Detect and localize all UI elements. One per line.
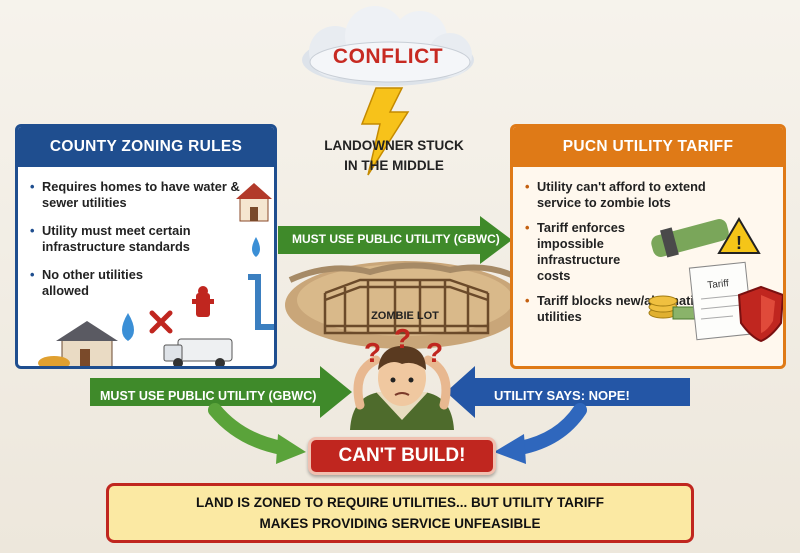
zoning-illustrations xyxy=(38,183,274,366)
fence-icon xyxy=(323,278,490,335)
house-icon xyxy=(236,183,272,222)
water-pipe-icon xyxy=(248,274,274,330)
left-arrow-label: MUST USE PUBLIC UTILITY (GBWC) xyxy=(100,389,317,403)
pipe-money-icon xyxy=(651,219,729,258)
list-item: No other utilities allowed xyxy=(30,267,182,299)
list-item: Tariff enforces impossible infrastructur… xyxy=(525,220,657,284)
left-bottom-arrow xyxy=(90,366,352,464)
right-bottom-arrow xyxy=(446,366,690,464)
list-item: Requires homes to have water & sewer uti… xyxy=(30,179,245,211)
truck-icon xyxy=(163,338,233,366)
warning-icon: ! xyxy=(717,217,761,254)
list-item: Utility must meet certain infrastructure… xyxy=(30,223,245,255)
right-arrow-label: UTILITY SAYS: NOPE! xyxy=(494,388,630,403)
center-caption: LANDOWNER STUCK IN THE MIDDLE xyxy=(283,136,505,176)
tariff-document-label: Tariff xyxy=(707,278,730,291)
conflict-title: CONFLICT xyxy=(332,45,444,68)
svg-text:?: ? xyxy=(364,337,381,368)
county-zoning-title: COUNTY ZONING RULES xyxy=(18,127,274,167)
coins-icon xyxy=(648,295,698,320)
red-x-icon xyxy=(149,310,173,334)
center-caption-line1: LANDOWNER STUCK xyxy=(324,138,464,153)
fire-hydrant-icon xyxy=(192,286,214,317)
question-marks: ? ? ? xyxy=(364,323,443,368)
svg-text:?: ? xyxy=(426,337,443,368)
center-caption-line2: IN THE MIDDLE xyxy=(344,158,444,173)
top-arrow-label: MUST USE PUBLIC UTILITY (GBWC) xyxy=(292,232,500,246)
house-icon xyxy=(38,321,118,366)
zombie-lot-label: ZOMBIE LOT xyxy=(371,310,439,322)
cloud-icon xyxy=(302,6,474,86)
tariff-document-icon: Tariff xyxy=(688,261,754,341)
county-zoning-panel: COUNTY ZONING RULES Requires homes to ha… xyxy=(15,124,277,369)
cant-build-badge: CAN'T BUILD! xyxy=(308,437,496,475)
svg-text:?: ? xyxy=(394,323,411,354)
banner-line1: LAND IS ZONED TO REQUIRE UTILITIES... BU… xyxy=(196,495,604,510)
svg-text:!: ! xyxy=(736,233,742,253)
top-arrow xyxy=(278,216,512,264)
county-zoning-list: Requires homes to have water & sewer uti… xyxy=(30,179,245,311)
water-drop-icon xyxy=(122,313,134,341)
banner-line2: MAKES PROVIDING SERVICE UNFEASIBLE xyxy=(259,516,541,531)
pucn-tariff-title: PUCN UTILITY TARIFF xyxy=(513,127,783,167)
confused-person-icon xyxy=(350,346,454,430)
pucn-tariff-panel: PUCN UTILITY TARIFF Utility can't afford… xyxy=(510,124,786,369)
shield-icon xyxy=(737,285,783,343)
tariff-illustrations: ! Tariff xyxy=(648,217,783,343)
lightning-icon xyxy=(360,87,410,176)
conclusion-banner: LAND IS ZONED TO REQUIRE UTILITIES... BU… xyxy=(106,483,694,543)
water-drop-icon xyxy=(252,237,260,257)
zombie-lot-scene xyxy=(285,261,525,349)
list-item: Utility can't afford to extend service t… xyxy=(525,179,735,211)
